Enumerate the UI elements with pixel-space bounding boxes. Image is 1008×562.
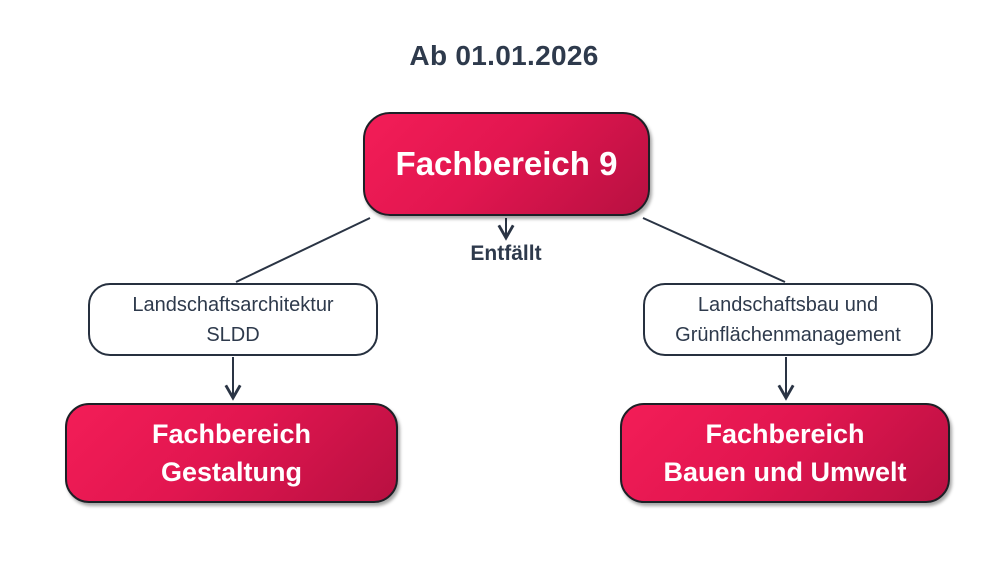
page-title: Ab 01.01.2026 [409, 40, 599, 71]
node-label-line2: Bauen und Umwelt [663, 457, 907, 487]
connector-root-to-left [235, 217, 371, 283]
node-label-line1: Landschaftsbau und [697, 293, 879, 316]
node-label-line1: Fachbereich [705, 419, 865, 449]
node-label-line1: Landschaftsarchitektur [132, 293, 334, 316]
entfaellt-annotation: Entfällt [470, 242, 542, 265]
node-label-line2: Gestaltung [160, 457, 302, 487]
node-label-line2: Grünflächenmanagement [675, 323, 901, 346]
node-fachbereich-9: Fachbereich 9 [363, 112, 650, 216]
node-label-line1: Fachbereich [151, 419, 312, 449]
node-fachbereich-gestaltung: Fachbereich Gestaltung [65, 403, 398, 503]
node-fachbereich-bauen-und-umwelt: Fachbereich Bauen und Umwelt [620, 403, 950, 503]
node-label: Fachbereich 9 [395, 145, 618, 182]
connector-root-to-right [642, 217, 786, 283]
node-label-line2: SLDD [206, 323, 260, 346]
node-landschaftsbau-gruenflaechenmanagement: Landschaftsbau und Grünflächenmanagement [643, 283, 933, 356]
node-landschaftsarchitektur-sldd: Landschaftsarchitektur SLDD [88, 283, 378, 356]
